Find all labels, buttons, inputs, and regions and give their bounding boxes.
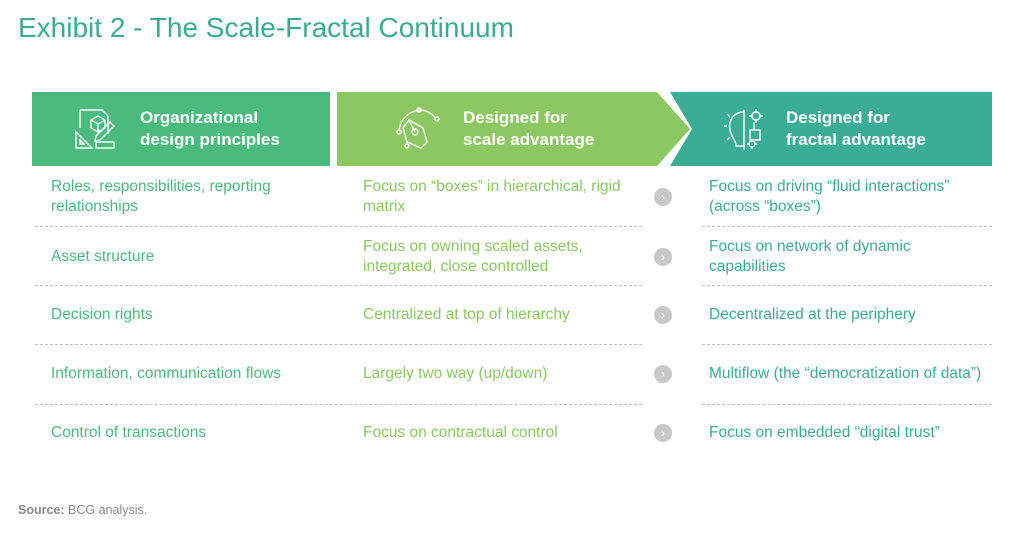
principle-cell: Roles, responsibilities, reporting relat… <box>51 178 271 215</box>
fractal-cell: Focus on driving “fluid interactions” (a… <box>709 178 950 215</box>
design-tools-icon <box>75 109 115 149</box>
chevron-right-icon: › <box>654 365 672 383</box>
header-line: Designed for <box>786 108 890 127</box>
header-line: design principles <box>140 130 280 149</box>
fractal-cell: Multiflow (the “democratization of data”… <box>709 365 982 382</box>
row-divider <box>702 226 992 227</box>
chevron-right-icon: › <box>654 306 672 324</box>
source-text: BCG analysis. <box>64 503 148 517</box>
header-fractal-advantage: Designed for fractal advantage <box>670 92 992 166</box>
row-divider <box>702 285 992 286</box>
fractal-cell: Focus on network of dynamic capabilities <box>709 238 911 275</box>
header-scale-advantage: Designed for scale advantage <box>337 92 690 166</box>
header-line: Designed for <box>463 108 567 127</box>
scale-cell: Focus on contractual control <box>363 424 558 441</box>
principle-cell: Information, communication flows <box>51 365 282 382</box>
row-divider <box>702 344 992 345</box>
header-line: scale advantage <box>463 130 595 149</box>
header-organizational-design: Organizational design principles <box>32 92 330 166</box>
fractal-cell: Focus on embedded “digital trust” <box>709 424 940 441</box>
header-line: Organizational <box>140 108 259 127</box>
header-line: fractal advantage <box>786 130 926 149</box>
scale-cell: Focus on “boxes” in hierarchical, rigid … <box>363 178 621 215</box>
brain-gears-icon <box>724 109 763 150</box>
principle-cell: Control of transactions <box>51 424 207 441</box>
scale-cell: Focus on owning scaled assets, integrate… <box>363 238 583 275</box>
row-divider <box>35 285 642 286</box>
principle-cell: Decision rights <box>51 306 153 323</box>
row-divider <box>35 404 642 405</box>
pen-nib-icon <box>396 107 440 149</box>
row-divider <box>35 226 642 227</box>
chevron-right-icon: › <box>654 424 672 442</box>
source-label: Source: <box>18 503 65 517</box>
scale-cell: Centralized at top of hierarchy <box>363 306 570 323</box>
principle-cell: Asset structure <box>51 248 155 265</box>
source-note: Source: BCG analysis. <box>18 503 147 517</box>
row-divider <box>702 404 992 405</box>
row-divider <box>35 344 642 345</box>
scale-cell: Largely two way (up/down) <box>363 365 548 382</box>
chevron-right-icon: › <box>654 248 672 266</box>
exhibit-title: Exhibit 2 - The Scale-Fractal Continuum <box>18 12 514 43</box>
chevron-right-icon: › <box>654 188 672 206</box>
fractal-cell: Decentralized at the periphery <box>709 306 916 323</box>
